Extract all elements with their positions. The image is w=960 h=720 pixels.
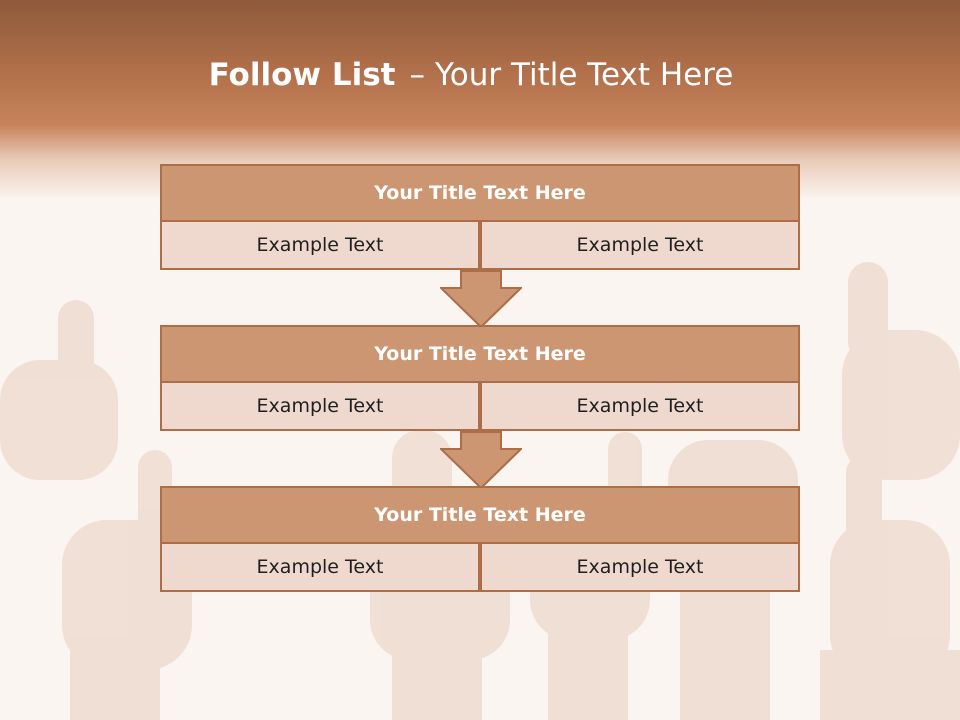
block-title: Your Title Text Here	[160, 325, 800, 383]
down-arrow-icon	[440, 270, 522, 328]
block-cell-right: Example Text	[480, 381, 800, 431]
list-block: Your Title Text Here Example Text Exampl…	[160, 486, 800, 592]
block-cell-right: Example Text	[480, 542, 800, 592]
list-block: Your Title Text Here Example Text Exampl…	[160, 164, 800, 270]
slide-title: Follow List–Your Title Text Here	[0, 52, 942, 98]
block-title: Your Title Text Here	[160, 164, 800, 222]
block-cell-left: Example Text	[160, 220, 480, 270]
block-cell-left: Example Text	[160, 381, 480, 431]
title-bold: Follow List	[208, 57, 396, 93]
title-rest: Your Title Text Here	[434, 57, 734, 93]
block-cell-left: Example Text	[160, 542, 480, 592]
block-cell-right: Example Text	[480, 220, 800, 270]
down-arrow-icon	[440, 431, 522, 489]
list-block: Your Title Text Here Example Text Exampl…	[160, 325, 800, 431]
block-title: Your Title Text Here	[160, 486, 800, 544]
title-separator: –	[409, 57, 425, 93]
